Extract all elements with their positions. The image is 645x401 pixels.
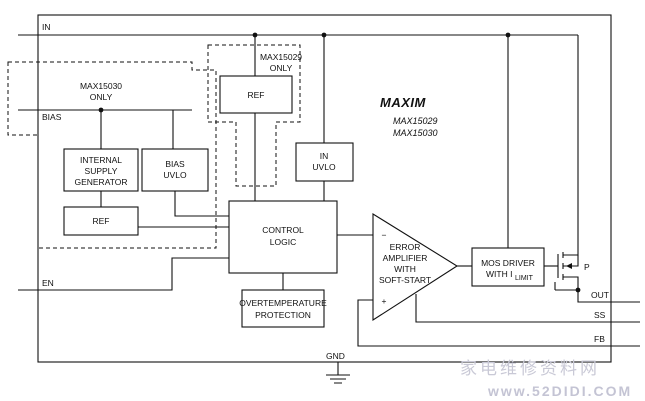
internal-supply-line3: GENERATOR (74, 177, 127, 187)
bias-uvlo-block (141, 148, 209, 192)
ref-top-block (219, 75, 293, 114)
pin-fb-label: FB (594, 334, 605, 344)
bias-uvlo-line2: UVLO (163, 170, 187, 180)
error-amp-line1: ERROR (390, 242, 421, 252)
overtemp-line2: PROTECTION (255, 310, 311, 320)
internal-supply-block (63, 148, 139, 192)
pin-bias-label: BIAS (42, 112, 62, 122)
pin-ss-label: SS (594, 310, 606, 320)
ref-left-label: REF (93, 216, 110, 226)
max15030-only-line2: ONLY (90, 92, 113, 102)
overtemp-block (241, 289, 325, 328)
mos-driver-block (471, 247, 545, 287)
control-logic-line2: LOGIC (270, 237, 296, 247)
amp-plus-input: + (382, 296, 387, 306)
part-number-2: MAX15030 (393, 128, 438, 138)
p-mosfet-icon (557, 246, 579, 282)
watermark-line2: www.52DIDI.COM (487, 383, 632, 399)
pin-gnd-label: GND (326, 351, 345, 361)
error-amp-line2: AMPLIFIER (383, 253, 428, 263)
mos-driver-line2: WITH I (486, 269, 512, 279)
bias-uvlo-line1: BIAS (165, 159, 185, 169)
control-logic-line1: CONTROL (262, 225, 304, 235)
max15029-only-line1: MAX15029 (260, 52, 302, 62)
error-amplifier (372, 213, 459, 322)
amp-minus-input: − (382, 230, 387, 240)
internal-supply-line2: SUPPLY (85, 166, 118, 176)
error-amp-line4: SOFT-START (379, 275, 431, 285)
in-uvlo-line2: UVLO (312, 162, 336, 172)
maxim-logo: MAXIM (380, 95, 427, 110)
mos-driver-line1: MOS DRIVER (481, 258, 535, 268)
part-number-1: MAX15029 (393, 116, 438, 126)
ref-top-label: REF (248, 90, 265, 100)
pin-en-label: EN (42, 278, 54, 288)
mos-driver-limit-subscript: LIMIT (515, 275, 534, 282)
max15030-only-line1: MAX15030 (80, 81, 122, 91)
pin-out-label: OUT (591, 290, 609, 300)
wires (18, 34, 640, 384)
internal-supply-line1: INTERNAL (80, 155, 122, 165)
pin-in-label: IN (42, 22, 51, 32)
max15029-only-region (207, 44, 301, 187)
overtemp-line1: OVERTEMPERATURE (239, 298, 327, 308)
ref-left-block (63, 206, 139, 236)
watermark-line1: 家电维修资料网 (460, 359, 600, 379)
max15030-only-region (7, 61, 217, 249)
in-uvlo-block (295, 142, 354, 182)
max15029-only-line2: ONLY (270, 63, 293, 73)
control-logic-block (228, 200, 338, 274)
in-uvlo-line1: IN (320, 151, 329, 161)
error-amp-line3: WITH (394, 264, 416, 274)
transistor-label: P (584, 262, 590, 272)
junction-dots (98, 32, 581, 293)
